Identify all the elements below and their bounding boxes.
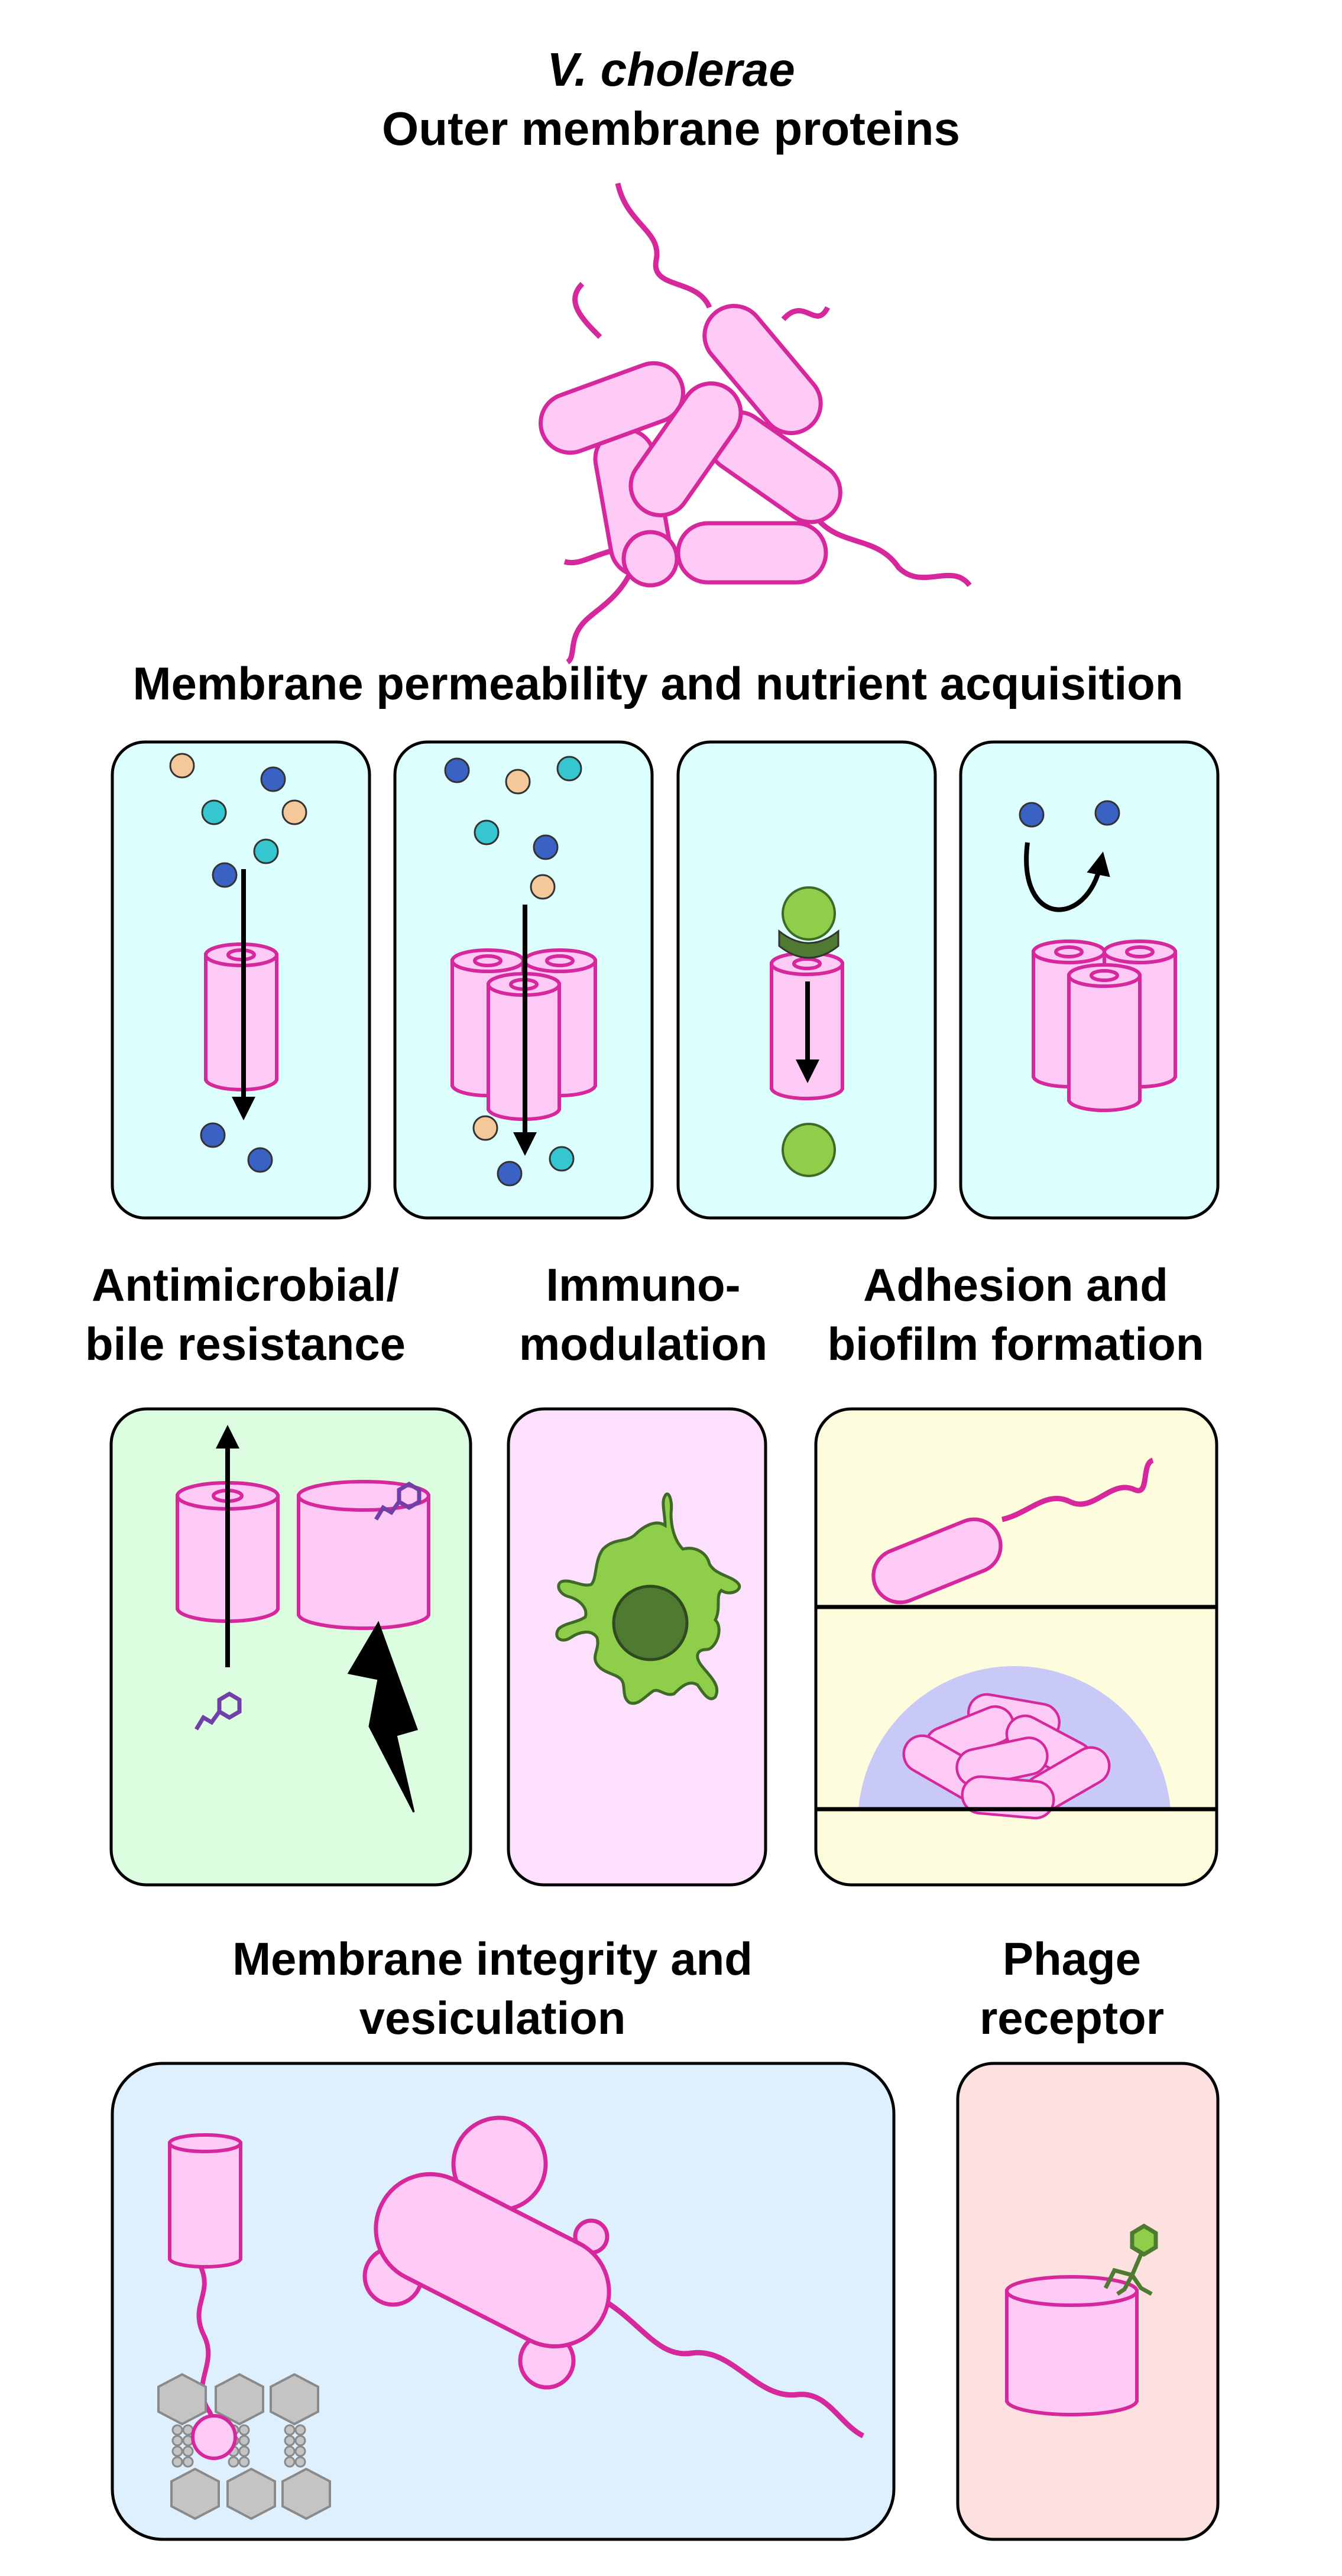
section-title-immuno-line2: modulation [519,1318,767,1370]
section-title-phage-line2: receptor [980,1992,1164,2044]
vesicle-icon [362,2115,865,2439]
section-title-integrity-line2: vesiculation [359,1992,626,2044]
panel-phage-receptor [956,2062,1220,2541]
panel-blocked-channel [959,740,1220,1220]
section-title-adhesion-line2: biofilm formation [828,1318,1204,1370]
attached-bacterium-icon [866,1457,1155,1611]
section-title-permeability: Membrane permeability and nutrient acqui… [133,657,1184,709]
figure-title: Outer membrane proteins [382,102,960,155]
section-title-antimicrobial-line2: bile resistance [85,1318,406,1370]
section-title-antimicrobial-line1: Antimicrobial/ [92,1259,399,1311]
blocked-channel-icon [1033,941,1175,1110]
panel-immunomodulation [507,1407,767,1887]
section-title-phage-line1: Phage [1003,1933,1141,1985]
figure-title-species: V. cholerae [547,43,795,96]
lightning-icon [347,1621,418,1813]
panel-antimicrobial [109,1407,472,1887]
section-title-integrity-line1: Membrane integrity and [232,1933,753,1985]
panel-receptor-transport [676,740,937,1220]
lipoprotein-anchor-icon [157,2133,331,2520]
phage-icon [1103,2223,1158,2296]
section-title-immuno-line1: Immuno- [546,1259,740,1311]
bacterium-cluster-icon [532,183,972,665]
panel-trimer-porin [393,740,654,1220]
panel-membrane-integrity [111,2062,896,2541]
panel-porin-diffusion [111,740,371,1220]
panel-adhesion-biofilm [814,1407,1218,1887]
biofilm-icon [858,1666,1171,1820]
section-title-adhesion-line1: Adhesion and [863,1259,1168,1311]
